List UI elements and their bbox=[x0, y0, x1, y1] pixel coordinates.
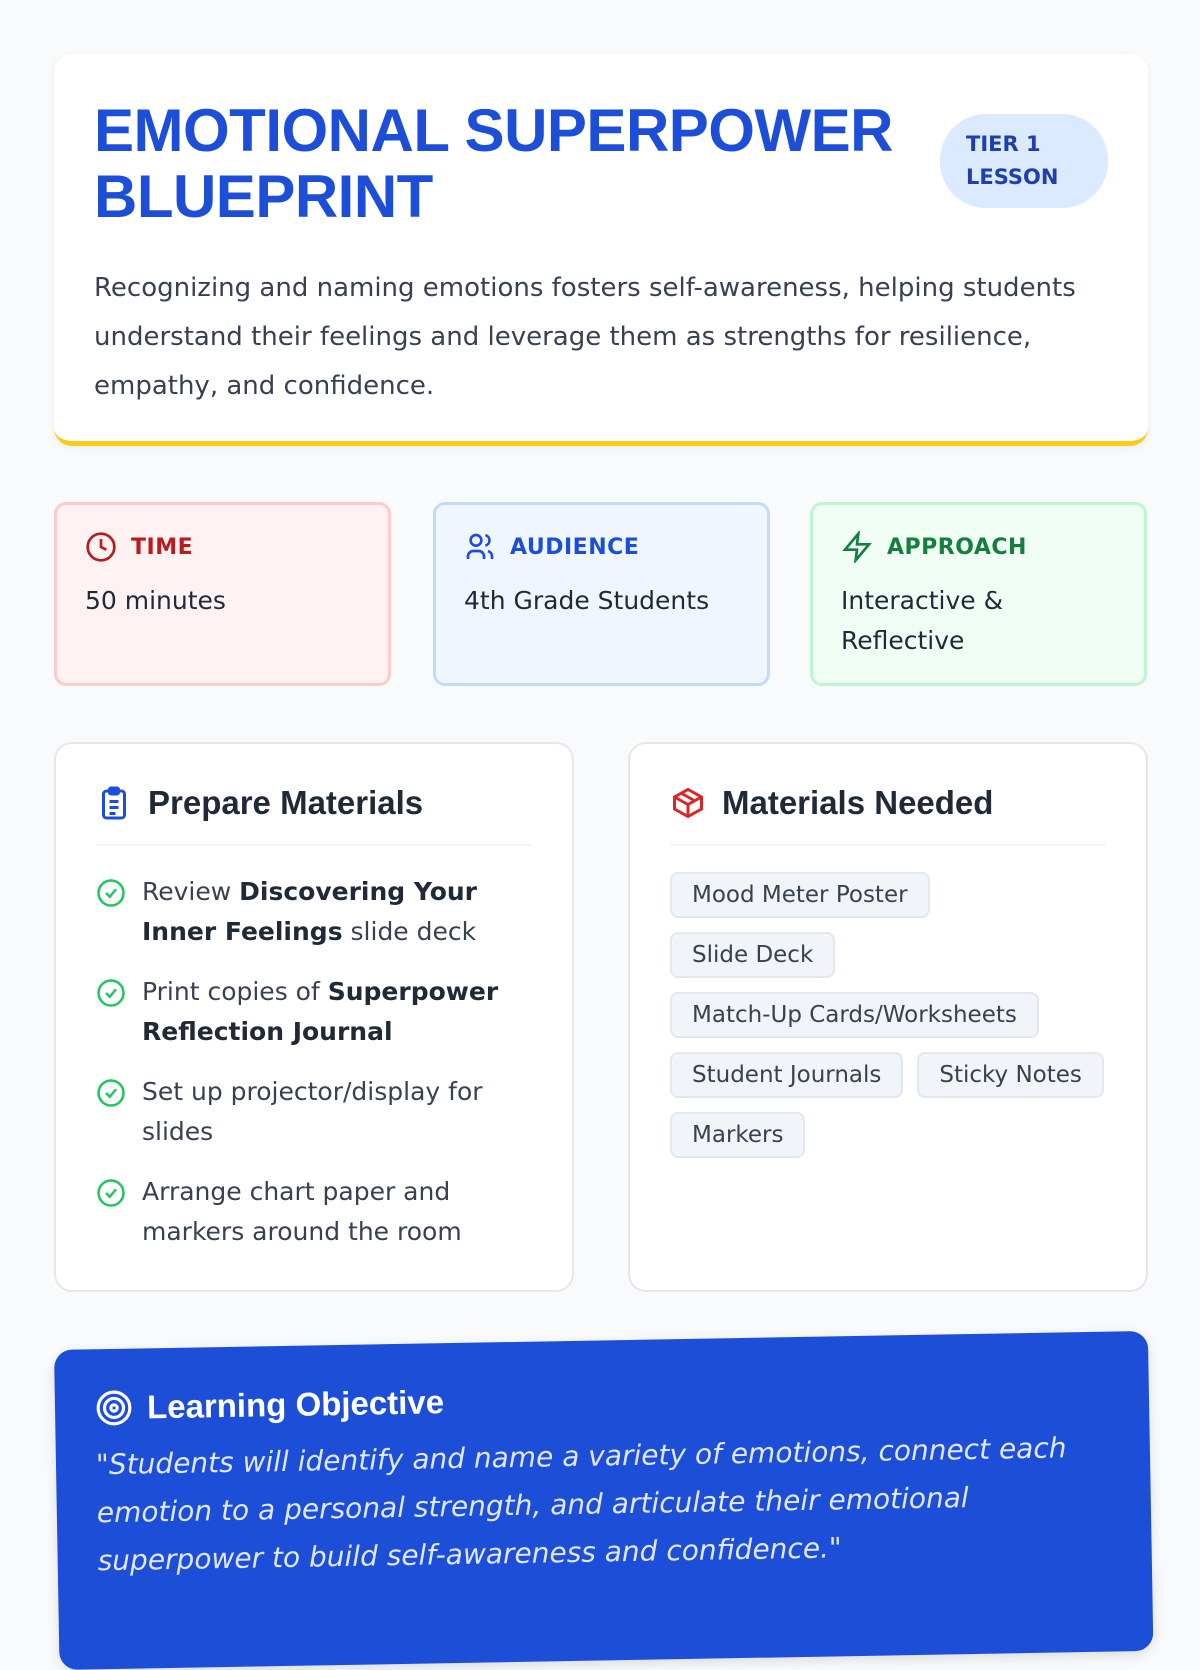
prepare-item: Set up projector/display for slides bbox=[96, 1072, 532, 1152]
learning-objective-card: Learning Objective "Students will identi… bbox=[54, 1330, 1154, 1670]
target-icon bbox=[96, 1390, 132, 1426]
prepare-item-text: Arrange chart paper and markers around t… bbox=[142, 1177, 462, 1246]
prepare-item-text: Review Discovering Your Inner Feelings s… bbox=[142, 877, 478, 946]
material-tag: Sticky Notes bbox=[917, 1052, 1104, 1098]
tier-badge: TIER 1 LESSON bbox=[940, 114, 1108, 208]
lesson-header: EMOTIONAL SUPERPOWER BLUEPRINT TIER 1 LE… bbox=[54, 54, 1148, 446]
clipboard-icon bbox=[102, 786, 126, 820]
users-icon bbox=[466, 533, 494, 559]
info-label: AUDIENCE bbox=[510, 534, 640, 560]
check-circle-icon bbox=[97, 1179, 125, 1207]
clock-icon bbox=[86, 532, 116, 562]
package-icon bbox=[673, 787, 703, 819]
prepare-item: Review Discovering Your Inner Feelings s… bbox=[96, 872, 532, 952]
info-label: TIME bbox=[131, 534, 194, 560]
material-tag: Match-Up Cards/Worksheets bbox=[670, 992, 1039, 1038]
objective-title: Learning Objective bbox=[146, 1383, 445, 1426]
material-tag: Markers bbox=[670, 1112, 806, 1158]
material-tag: Slide Deck bbox=[670, 932, 836, 978]
info-value: 50 minutes bbox=[85, 586, 226, 615]
material-tag: Student Journals bbox=[670, 1052, 904, 1098]
prepare-item: Arrange chart paper and markers around t… bbox=[96, 1172, 532, 1252]
check-circle-icon bbox=[97, 979, 125, 1007]
info-card-time: TIME 50 minutes bbox=[54, 502, 391, 686]
info-label: APPROACH bbox=[887, 534, 1027, 560]
panel-title: Prepare Materials bbox=[148, 784, 424, 821]
lesson-description: Recognizing and naming emotions fosters … bbox=[94, 273, 1076, 401]
prepare-item-text: Print copies of Superpower Reflection Jo… bbox=[142, 977, 499, 1046]
panel-title: Materials Needed bbox=[722, 784, 994, 821]
prepare-item-text: Set up projector/display for slides bbox=[142, 1077, 483, 1146]
prepare-materials-panel: Prepare Materials Review Discovering You… bbox=[54, 742, 574, 1292]
info-card-approach: APPROACH Interactive & Reflective bbox=[810, 502, 1147, 686]
material-tag: Mood Meter Poster bbox=[670, 872, 930, 918]
info-value: 4th Grade Students bbox=[464, 586, 710, 615]
info-card-audience: AUDIENCE 4th Grade Students bbox=[433, 502, 770, 686]
lightning-icon bbox=[842, 531, 872, 563]
objective-text: "Students will identify and name a varie… bbox=[95, 1431, 1067, 1578]
prepare-item: Print copies of Superpower Reflection Jo… bbox=[96, 972, 532, 1052]
info-value: Interactive & Reflective bbox=[841, 586, 1004, 655]
page-title: EMOTIONAL SUPERPOWER BLUEPRINT bbox=[94, 97, 893, 230]
check-circle-icon bbox=[97, 879, 125, 907]
check-circle-icon bbox=[97, 1079, 125, 1107]
